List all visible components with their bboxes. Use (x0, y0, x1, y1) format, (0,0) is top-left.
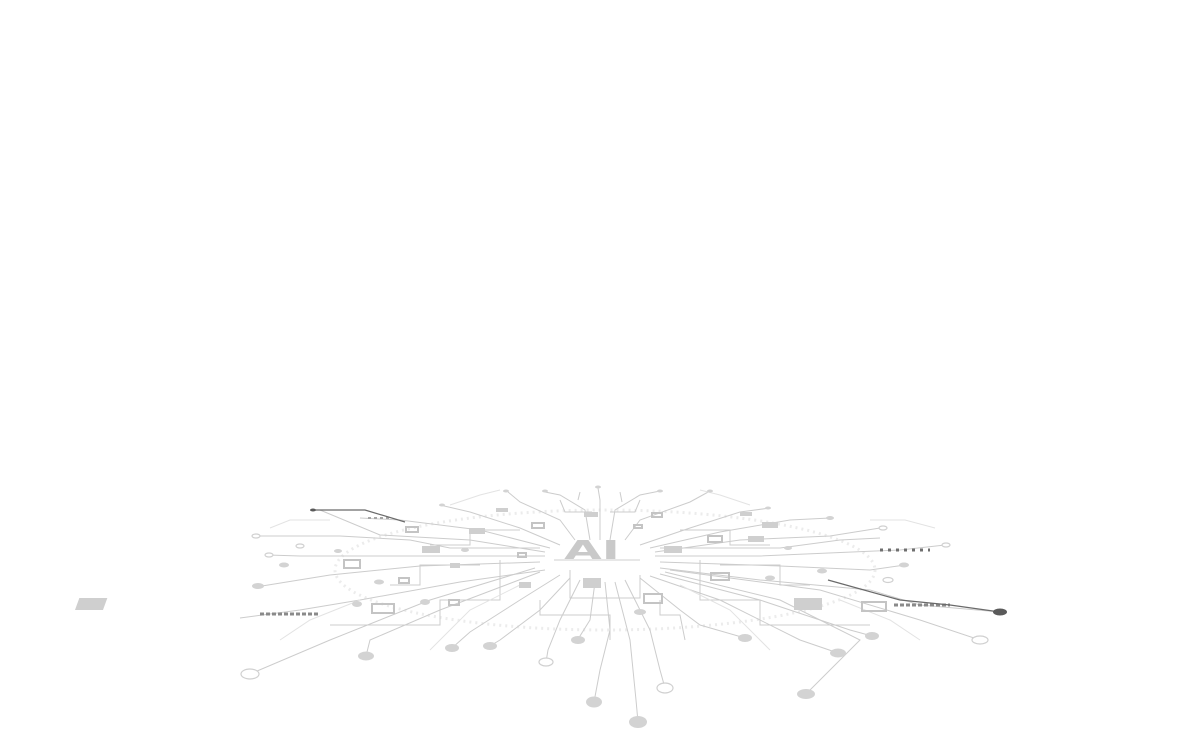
circuit-dashed-markers (260, 517, 950, 616)
circuit-traces-light (269, 489, 936, 651)
circuit-hollow-pads (343, 512, 887, 614)
circuit-accent (310, 508, 1007, 616)
circuit-traces (239, 487, 1001, 723)
circuit-chips (74, 508, 822, 610)
circuit-hollow-nodes (240, 525, 989, 694)
circuit-nodes (252, 485, 909, 728)
perspective-ring (333, 508, 877, 632)
ai-label-group: AI (554, 536, 640, 566)
ai-label: AI (564, 536, 620, 566)
